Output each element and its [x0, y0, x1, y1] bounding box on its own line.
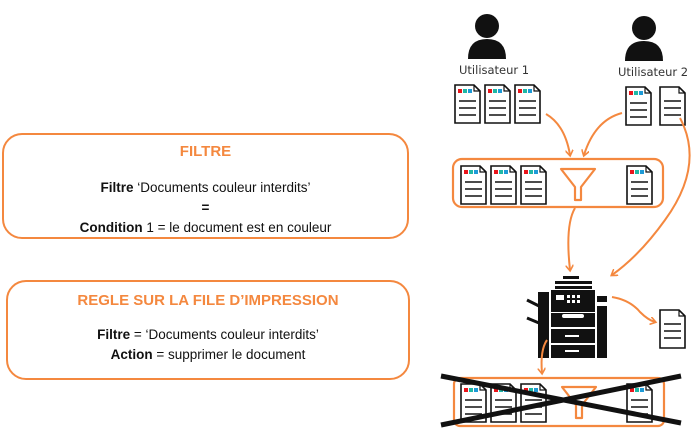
user-2-label: Utilisateur 2 [618, 65, 689, 79]
queued-color-document-icon [520, 165, 547, 205]
queue-rule-panel: REGLE SUR LA FILE D’IMPRESSION Filtre = … [6, 280, 410, 380]
arrow-user2-to-filter [584, 112, 623, 155]
user-2-color-document-icon [625, 86, 652, 126]
rule-filter-line: Filtre = ‘Documents couleur interdits’ [8, 325, 408, 345]
cross-out-line-icon [440, 373, 682, 428]
arrow-printer-to-deleted-queue [542, 339, 548, 373]
user-1-icon [468, 14, 506, 59]
rule-filter-label: Filtre [97, 327, 131, 342]
rule-action-line: Action = supprimer le document [8, 345, 408, 365]
arrow-printer-to-output [611, 296, 655, 322]
condition-value: 1 = le document est en couleur [142, 220, 332, 235]
filter-name-value: ‘Documents couleur interdits’ [133, 180, 311, 195]
condition-line: Condition 1 = le document est en couleur [4, 218, 407, 238]
queued-color-document-icon [626, 165, 653, 205]
deleted-queue [440, 373, 682, 428]
arrow-user1-to-filter [545, 113, 570, 155]
rule-action-value: = supprimer le document [152, 347, 306, 362]
rule-filter-value: = ‘Documents couleur interdits’ [130, 327, 319, 342]
user-1-color-document-icon [454, 84, 481, 124]
arrow-filter-to-printer [568, 207, 576, 270]
rule-action-label: Action [110, 347, 153, 362]
filter-panel: FILTRE Filtre ‘Documents couleur interdi… [2, 133, 409, 239]
user-1-label: Utilisateur 1 [459, 63, 530, 77]
queued-color-document-icon [490, 165, 517, 205]
arrow-user2-to-printer [612, 117, 691, 275]
user-2-icon [625, 16, 663, 61]
queued-color-document-icon [460, 165, 487, 205]
condition-label: Condition [79, 220, 143, 235]
queue-rule-panel-title: REGLE SUR LA FILE D’IMPRESSION [77, 292, 339, 309]
filter-label: Filtre [100, 180, 134, 195]
printed-document-icon [659, 309, 686, 349]
filter-panel-title: FILTRE [179, 143, 232, 160]
user-1-color-document-icon [484, 84, 511, 124]
printer-icon [526, 276, 607, 358]
user-1-color-document-icon [514, 84, 541, 124]
equals-sign: = [201, 200, 210, 215]
filter-name-line: Filtre ‘Documents couleur interdits’ [4, 178, 407, 198]
